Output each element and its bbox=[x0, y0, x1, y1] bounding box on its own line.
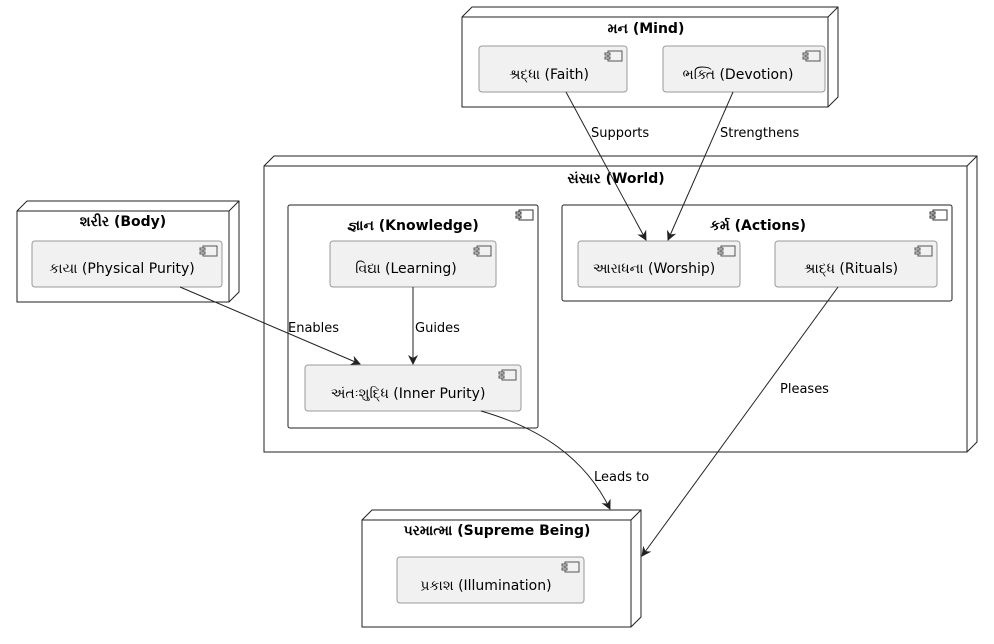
illumination-component[interactable]: પ્રકાશ (Illumination) bbox=[396, 556, 585, 604]
edge-enables: Enables bbox=[179, 286, 361, 366]
edge-pleases-label: Pleases bbox=[780, 382, 829, 397]
component-icon bbox=[561, 561, 580, 573]
edge-pleases: Pleases bbox=[641, 286, 839, 557]
edge-leads-to: Leads to bbox=[480, 410, 649, 510]
edge-strengthens-label: Strengthens bbox=[720, 126, 799, 141]
faith-component[interactable]: શ્રદ્ધા (Faith) bbox=[478, 45, 628, 93]
mind-node-title: મન (Mind) bbox=[608, 21, 685, 37]
learning-component[interactable]: વિદ્યા (Learning) bbox=[329, 240, 497, 288]
component-icon bbox=[604, 50, 623, 62]
component-icon bbox=[199, 245, 218, 257]
physical-purity-component[interactable]: કાયા (Physical Purity) bbox=[31, 240, 223, 288]
component-icon bbox=[473, 245, 492, 257]
illumination-label: પ્રકાશ (Illumination) bbox=[420, 578, 551, 594]
edge-guides-label: Guides bbox=[415, 321, 460, 336]
rituals-component[interactable]: શ્રાદ્ધ (Rituals) bbox=[774, 240, 938, 288]
edge-guides: Guides bbox=[408, 287, 460, 365]
inner-purity-component[interactable]: અંતઃશુદ્ધિ (Inner Purity) bbox=[304, 364, 522, 412]
physical-purity-label: કાયા (Physical Purity) bbox=[49, 261, 194, 277]
edge-leads-to-label: Leads to bbox=[594, 470, 649, 485]
devotion-component[interactable]: ભક્તિ (Devotion) bbox=[662, 45, 826, 93]
devotion-label: ભક્તિ (Devotion) bbox=[683, 67, 794, 83]
worship-component[interactable]: આરાધના (Worship) bbox=[577, 240, 741, 288]
component-icon bbox=[914, 245, 933, 257]
supreme-node-title: પરમાત્મા (Supreme Being) bbox=[404, 523, 591, 539]
package-icon bbox=[515, 209, 534, 221]
edge-supports-label: Supports bbox=[591, 126, 649, 141]
package-icon bbox=[929, 209, 948, 221]
learning-label: વિદ્યા (Learning) bbox=[355, 261, 456, 277]
component-icon bbox=[498, 369, 517, 381]
faith-label: શ્રદ્ધા (Faith) bbox=[509, 67, 589, 83]
edge-supports: Supports bbox=[565, 91, 649, 241]
body-node-title: શરીર (Body) bbox=[80, 213, 166, 230]
edge-strengthens: Strengthens bbox=[667, 91, 799, 241]
actions-title: કર્મ (Actions) bbox=[710, 216, 806, 234]
knowledge-title: જ્ઞાન (Knowledge) bbox=[347, 218, 479, 234]
component-icon bbox=[717, 245, 736, 257]
component-icon bbox=[802, 50, 821, 62]
world-node-title: સંસાર (World) bbox=[567, 171, 664, 187]
inner-purity-label: અંતઃશુદ્ધિ (Inner Purity) bbox=[331, 386, 486, 402]
rituals-label: શ્રાદ્ધ (Rituals) bbox=[804, 261, 898, 277]
worship-label: આરાધના (Worship) bbox=[593, 261, 715, 277]
edge-enables-label: Enables bbox=[288, 321, 339, 336]
